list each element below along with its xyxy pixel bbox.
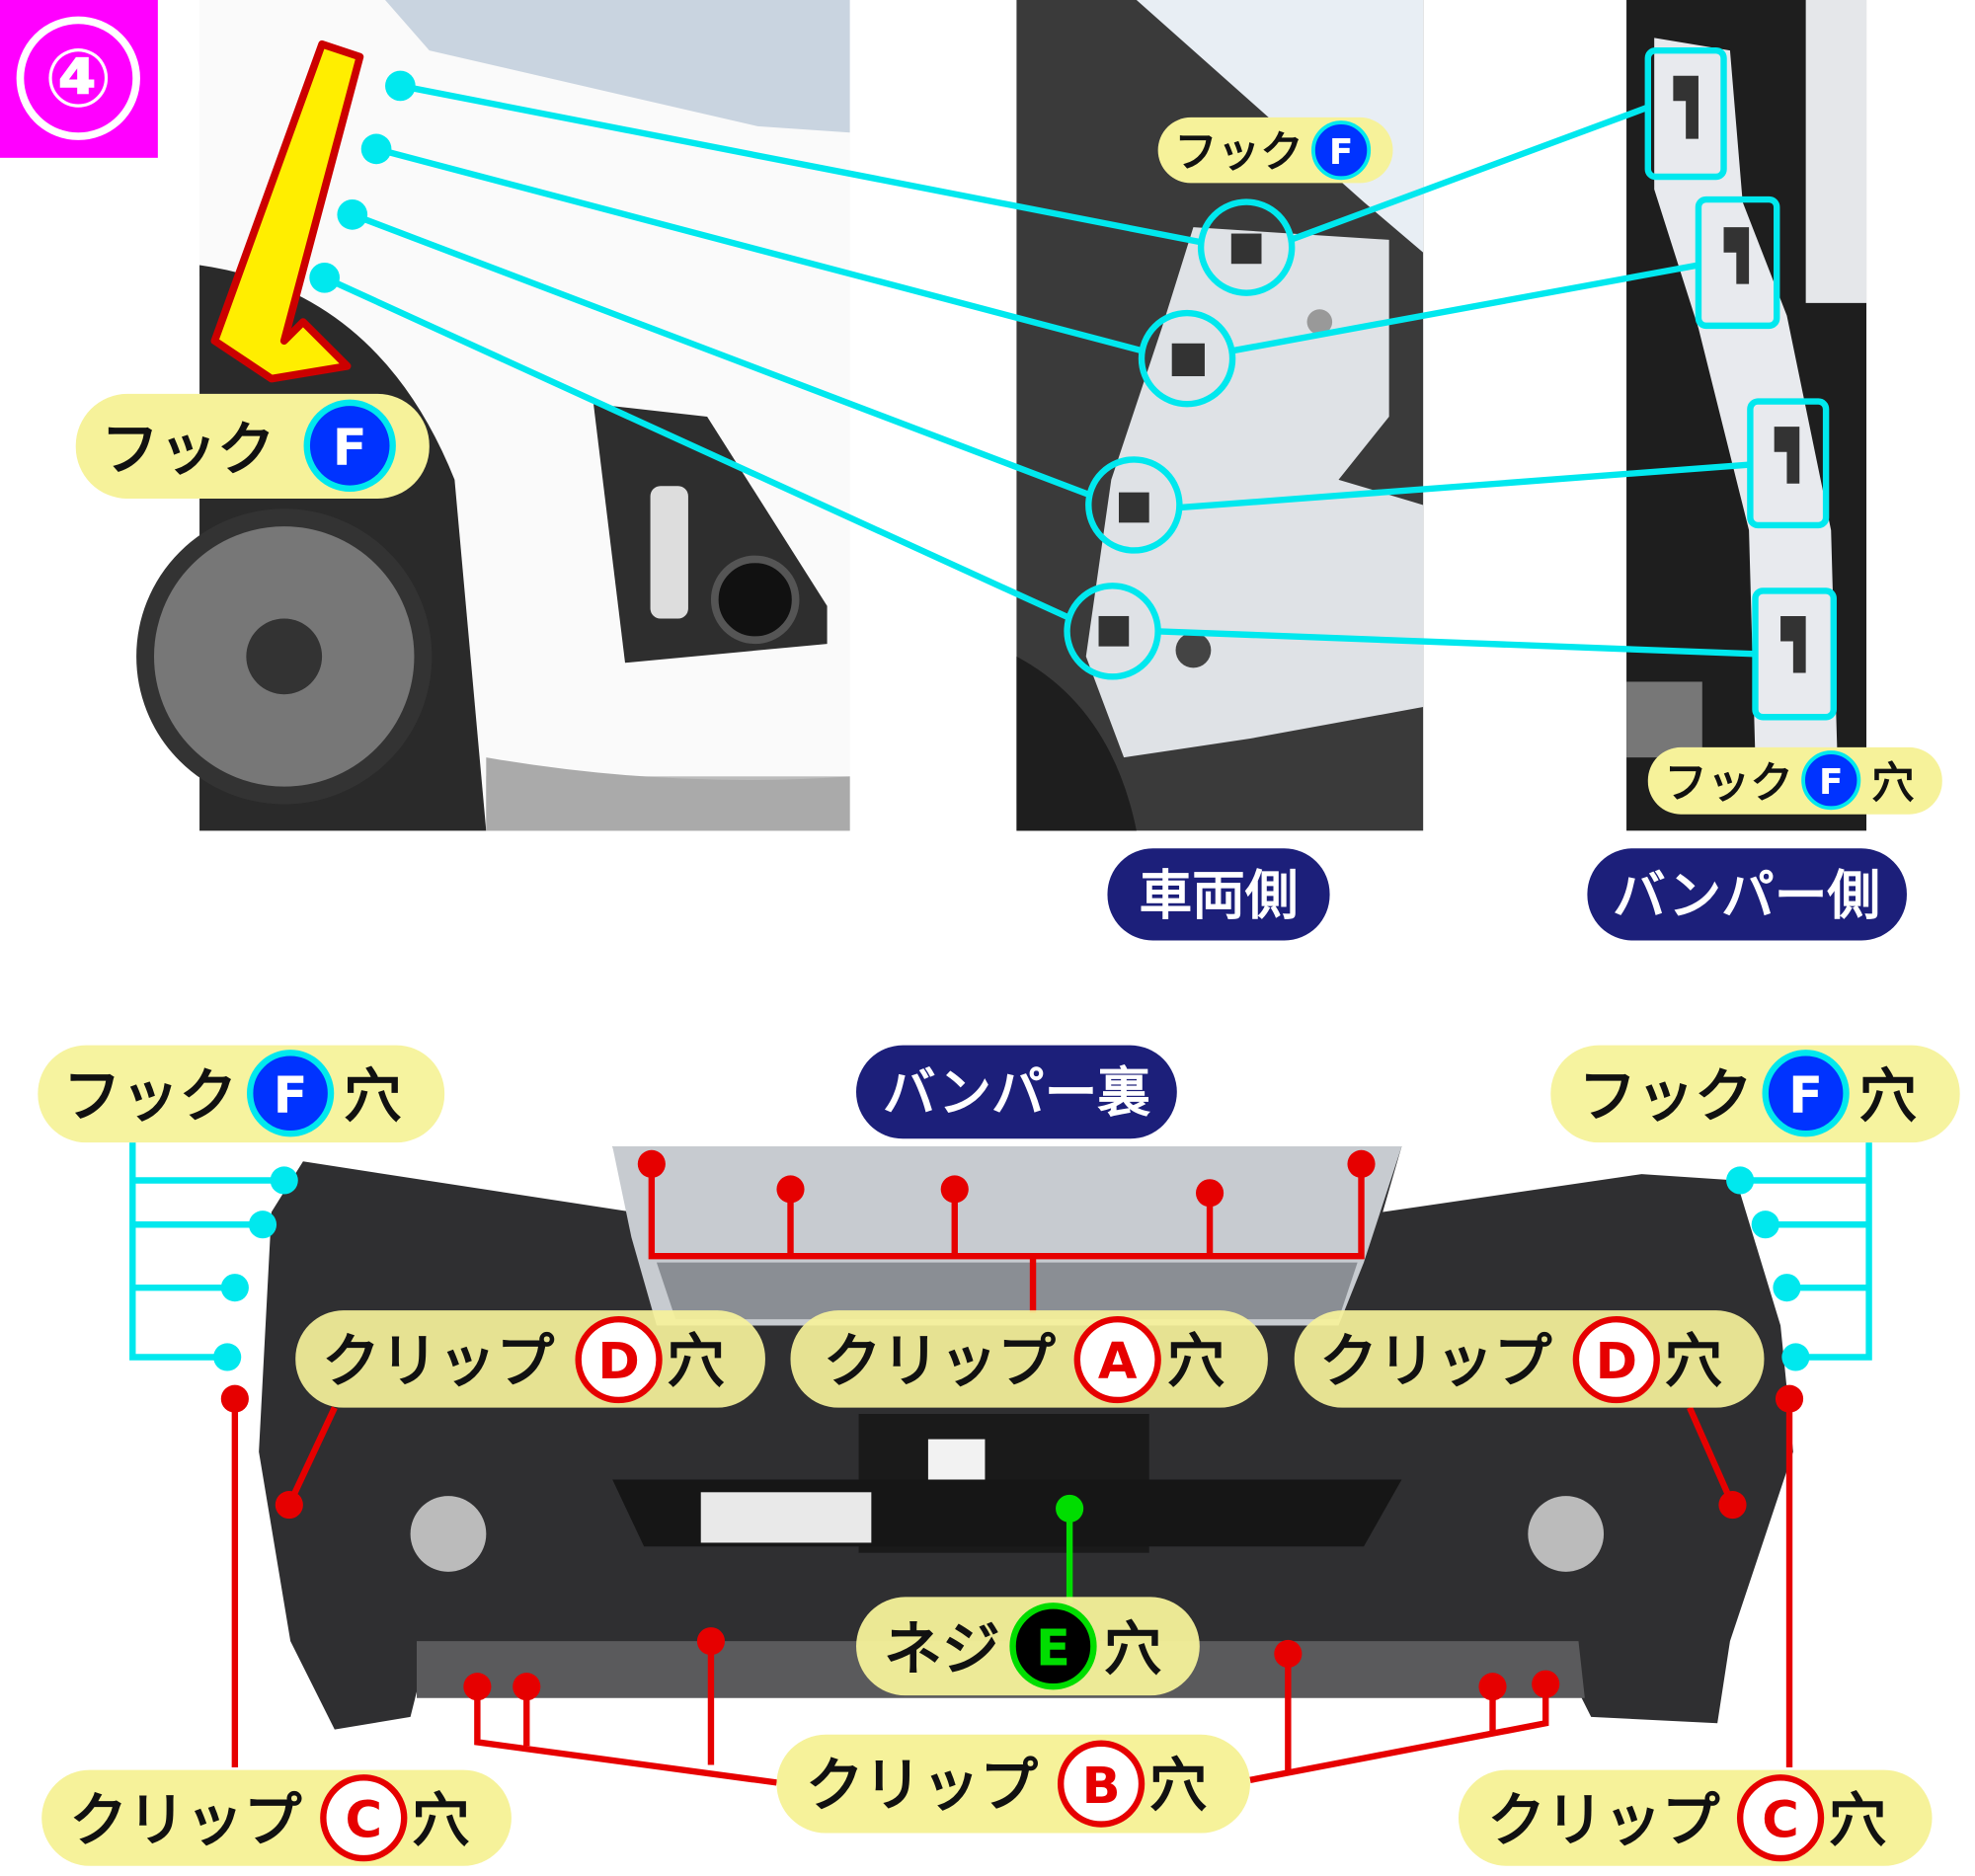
svg-text:フック: フック xyxy=(1578,1061,1752,1130)
svg-text:F: F xyxy=(333,420,367,478)
svg-text:クリップ: クリップ xyxy=(1319,1327,1551,1395)
svg-text:穴: 穴 xyxy=(1104,1614,1162,1682)
label-screw-e: ネジ E 穴 xyxy=(856,1597,1200,1696)
svg-text:F: F xyxy=(1329,132,1353,173)
svg-text:穴: 穴 xyxy=(344,1061,402,1130)
svg-text:E: E xyxy=(1036,1619,1070,1678)
label-clip-c-right: クリップ C 穴 xyxy=(1458,1769,1933,1866)
photo-bumper-back xyxy=(259,1145,1793,1730)
hook-f-dots xyxy=(309,70,416,293)
label-clip-d-left: クリップ D 穴 xyxy=(295,1310,765,1408)
label-hook-f-top: フック F xyxy=(75,393,430,500)
label-clip-b: クリップ B 穴 xyxy=(776,1734,1250,1834)
svg-text:穴: 穴 xyxy=(1664,1327,1722,1395)
clip-dots xyxy=(220,1149,1804,1701)
svg-text:A: A xyxy=(1098,1333,1138,1391)
svg-text:B: B xyxy=(1082,1758,1121,1816)
label-clip-a: クリップ A 穴 xyxy=(790,1310,1268,1408)
svg-text:F: F xyxy=(1819,762,1843,803)
svg-text:穴: 穴 xyxy=(1829,1786,1887,1854)
svg-text:穴: 穴 xyxy=(1167,1327,1225,1395)
svg-text:D: D xyxy=(597,1333,639,1391)
svg-text:F: F xyxy=(274,1066,308,1125)
svg-text:バンパー側: バンパー側 xyxy=(1613,865,1880,927)
svg-text:クリップ: クリップ xyxy=(322,1327,554,1395)
svg-text:C: C xyxy=(346,1791,383,1849)
svg-text:フック: フック xyxy=(1664,759,1792,809)
svg-text:穴: 穴 xyxy=(1149,1751,1208,1819)
hook-f-leader-lines xyxy=(323,46,1837,721)
svg-text:F: F xyxy=(1788,1066,1823,1125)
label-bumper-side: バンパー側 xyxy=(1587,848,1907,941)
label-hook-f-hole-bumper: フック F 穴 xyxy=(1647,746,1942,815)
label-vehicle-side: 車両側 xyxy=(1107,848,1330,941)
svg-text:C: C xyxy=(1762,1791,1799,1849)
step-badge: ④ xyxy=(0,0,158,158)
svg-text:フック: フック xyxy=(101,416,275,484)
label-hook-f-vehicle: フック F xyxy=(1157,117,1393,184)
hook-f-hole-dots xyxy=(213,1166,1810,1371)
svg-text:穴: 穴 xyxy=(412,1786,470,1854)
svg-text:穴: 穴 xyxy=(1871,759,1914,809)
svg-text:クリップ: クリップ xyxy=(69,1786,301,1854)
svg-text:クリップ: クリップ xyxy=(1487,1786,1719,1854)
direction-arrow-icon xyxy=(210,39,364,383)
svg-text:フック: フック xyxy=(63,1061,237,1130)
svg-text:穴: 穴 xyxy=(667,1327,725,1395)
svg-text:D: D xyxy=(1596,1333,1637,1391)
label-hook-f-hole-right: フック F 穴 xyxy=(1550,1045,1960,1143)
hook-shapes xyxy=(1098,75,1806,673)
label-hook-f-hole-left: フック F 穴 xyxy=(38,1045,445,1143)
label-clip-d-right: クリップ D 穴 xyxy=(1294,1310,1765,1408)
screw-leader xyxy=(1056,1494,1084,1603)
hook-f-hole-leaders xyxy=(129,1142,1872,1361)
svg-text:クリップ: クリップ xyxy=(806,1751,1038,1819)
label-clip-c-left: クリップ C 穴 xyxy=(41,1769,512,1866)
label-bumper-back: バンパー裏 xyxy=(856,1045,1177,1139)
svg-text:バンパー裏: バンパー裏 xyxy=(883,1061,1150,1124)
svg-text:車両側: 車両側 xyxy=(1139,865,1298,927)
step-number: ④ xyxy=(44,32,113,125)
svg-text:クリップ: クリップ xyxy=(824,1327,1056,1395)
svg-text:ネジ: ネジ xyxy=(884,1614,1000,1682)
svg-text:穴: 穴 xyxy=(1858,1061,1917,1130)
svg-text:フック: フック xyxy=(1174,128,1303,178)
